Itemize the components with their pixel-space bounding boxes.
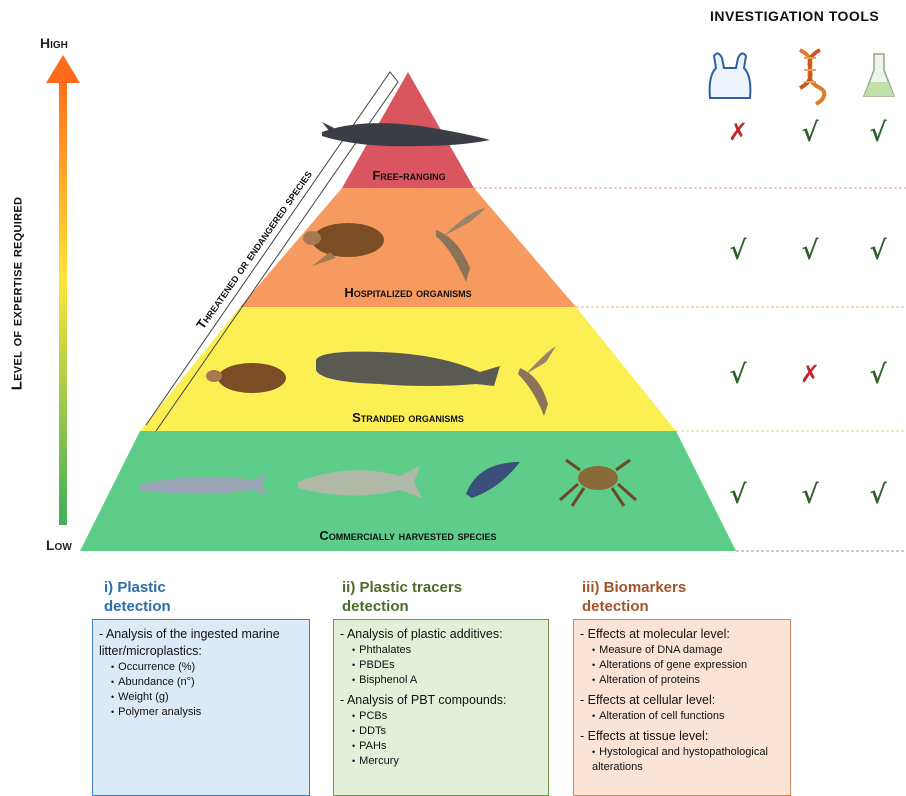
box2-item: Mercury	[352, 754, 542, 769]
box3-group2-head: - Effects at cellular level:	[580, 693, 716, 707]
tracers-detection-box: - Analysis of plastic additives: Phthala…	[333, 619, 549, 796]
axis-low-label: Low	[46, 537, 72, 553]
mark-hospitalized-biomarkers: √	[869, 236, 887, 266]
sardine-illustration	[140, 474, 268, 496]
box1-item: Weight (g)	[111, 690, 303, 705]
tier-label-stranded: Stranded organisms	[352, 410, 464, 425]
biomarkers-detection-box: - Effects at molecular level: Measure of…	[573, 619, 791, 796]
axis-high-label: High	[40, 35, 68, 51]
box2-group1-head: - Analysis of plastic additives:	[340, 627, 503, 641]
plastic-detection-title-line1: i) Plastic	[104, 579, 166, 596]
tier-hospitalized	[240, 188, 576, 307]
box2-group2-head: - Analysis of PBT compounds:	[340, 693, 507, 707]
box2-item: DDTs	[352, 724, 542, 739]
biomarkers-detection-title: iii) Biomarkers detection	[582, 578, 782, 616]
crab-illustration	[559, 458, 637, 507]
mark-free-ranging-biomarkers: √	[869, 118, 887, 148]
tier-label-free-ranging: Free-ranging	[372, 168, 446, 183]
sea-turtle-illustration	[303, 223, 384, 266]
box3-group3-head: - Effects at tissue level:	[580, 729, 709, 743]
flask-icon	[862, 53, 896, 97]
biomarkers-detection-title-line2: detection	[582, 598, 649, 615]
box2-item: PBDEs	[352, 658, 542, 673]
mark-commercial-plastic: √	[729, 480, 747, 510]
tier-label-commercial: Commercially harvested species	[319, 528, 497, 543]
mussel-illustration	[466, 462, 520, 498]
box1-item: Occurrence (%)	[111, 660, 303, 675]
box1-group1-head: - Analysis of the ingested marine litter…	[99, 627, 280, 658]
seabird-illustration	[436, 208, 486, 282]
box2-item: Bisphenol A	[352, 673, 542, 688]
biomarkers-detection-title-line1: iii) Biomarkers	[582, 579, 687, 596]
box3-group1-head: - Effects at molecular level:	[580, 627, 730, 641]
box3-item: Alteration of proteins	[592, 673, 784, 688]
pyramid	[80, 71, 906, 552]
box1-item: Abundance (n°)	[111, 675, 303, 690]
plastic-detection-title-line2: detection	[104, 598, 171, 615]
plastic-detection-box: - Analysis of the ingested marine litter…	[92, 619, 310, 796]
box3-item: Alteration of cell functions	[592, 709, 784, 724]
tier-label-hospitalized: Hospitalized organisms	[344, 285, 472, 300]
mark-stranded-plastic: √	[729, 360, 747, 390]
stranded-turtle-illustration	[206, 363, 286, 393]
box3-item: Measure of DNA damage	[592, 643, 784, 658]
bogue-fish-illustration	[298, 466, 422, 498]
box3-item: Hystological and hystopathological alter…	[592, 745, 784, 775]
box2-item: PCBs	[352, 709, 542, 724]
fin-whale-illustration	[322, 122, 490, 147]
mark-commercial-tracers: √	[801, 480, 819, 510]
mark-hospitalized-plastic: √	[729, 236, 747, 266]
sperm-whale-illustration	[316, 351, 500, 386]
mark-free-ranging-tracers: √	[801, 118, 819, 148]
mark-free-ranging-plastic: ✗	[727, 118, 749, 146]
box2-item: PAHs	[352, 739, 542, 754]
box3-item: Alterations of gene expression	[592, 658, 784, 673]
mark-hospitalized-tracers: √	[801, 236, 819, 266]
plastic-bag-icon	[708, 52, 752, 99]
box1-item: Polymer analysis	[111, 705, 303, 720]
tracers-detection-title-line2: detection	[342, 598, 409, 615]
box2-item: Phthalates	[352, 643, 542, 658]
plastic-detection-title: i) Plastic detection	[104, 578, 304, 616]
expertise-arrow	[46, 55, 80, 525]
investigation-tools-title: INVESTIGATION TOOLS	[710, 8, 880, 24]
stranded-seabird-illustration	[518, 346, 556, 416]
tracers-detection-title-line1: ii) Plastic tracers	[342, 579, 463, 596]
mark-commercial-biomarkers: √	[869, 480, 887, 510]
dna-icon	[798, 48, 827, 106]
mark-stranded-tracers: ✗	[799, 360, 821, 388]
mark-stranded-biomarkers: √	[869, 360, 887, 390]
tracers-detection-title: ii) Plastic tracers detection	[342, 578, 542, 616]
